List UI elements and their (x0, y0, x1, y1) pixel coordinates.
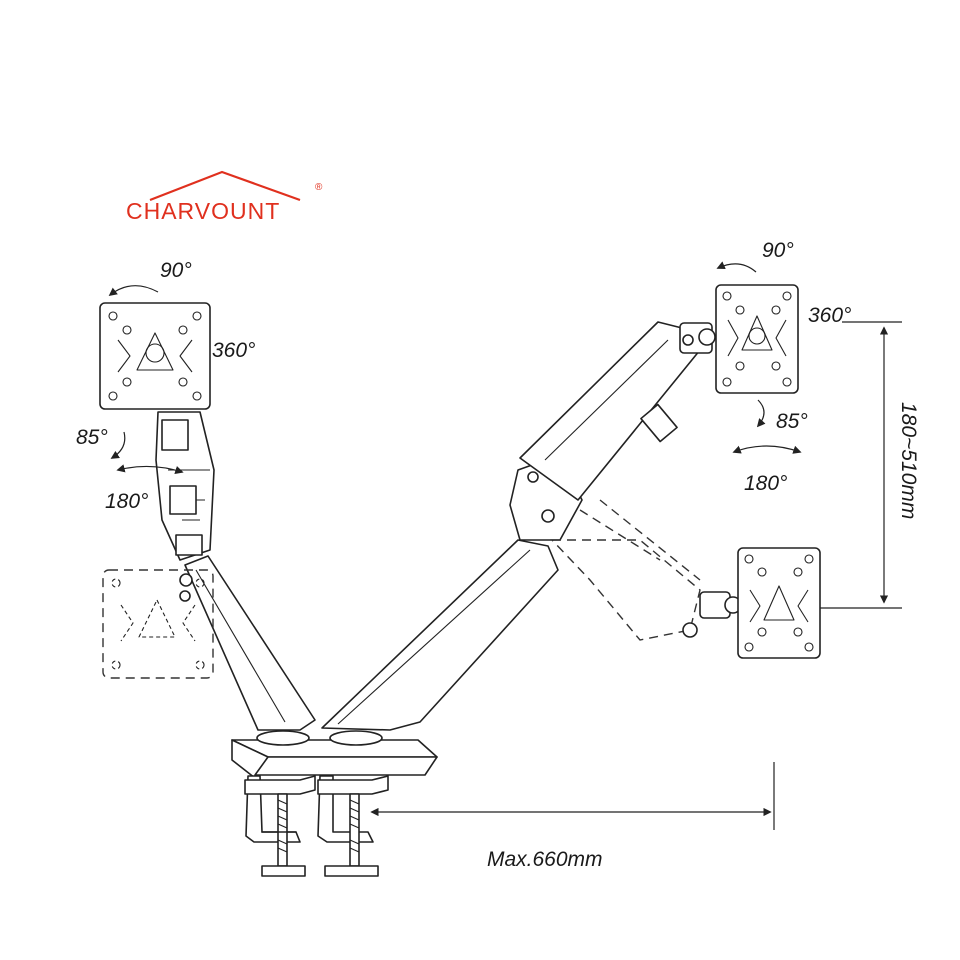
height-range-label: 180~510mm (897, 402, 920, 519)
left-rotate-label: 360° (212, 339, 255, 362)
brand-logo: CHARVOUNT ® (126, 170, 323, 224)
logo-roof-icon (149, 170, 301, 202)
left-tilt-label: 85° (76, 426, 108, 449)
right-arm (321, 321, 716, 731)
right-tilt-top-label: 90° (762, 239, 794, 262)
right-tilt-label: 85° (776, 410, 808, 433)
right-vesa-plate-lowered (737, 547, 821, 659)
left-swivel-label: 180° (105, 490, 148, 513)
left-vesa-plate-lowered (102, 569, 214, 679)
height-dimension (820, 321, 902, 609)
left-arm (155, 411, 316, 731)
right-swivel-label: 180° (744, 472, 787, 495)
left-vesa-plate (99, 302, 211, 410)
left-rotation-arrows (108, 285, 184, 475)
left-tilt-top-label: 90° (160, 259, 192, 282)
logo-text: CHARVOUNT (126, 198, 280, 224)
reach-dimension (370, 762, 775, 830)
right-rotate-label: 360° (808, 304, 851, 327)
registered-mark: ® (315, 182, 323, 193)
desk-clamp-base (231, 730, 438, 877)
right-rotation-arrows (716, 261, 802, 454)
max-reach-label: Max.660mm (487, 848, 603, 871)
right-arm-lowered (550, 499, 742, 641)
right-vesa-plate (715, 284, 799, 394)
